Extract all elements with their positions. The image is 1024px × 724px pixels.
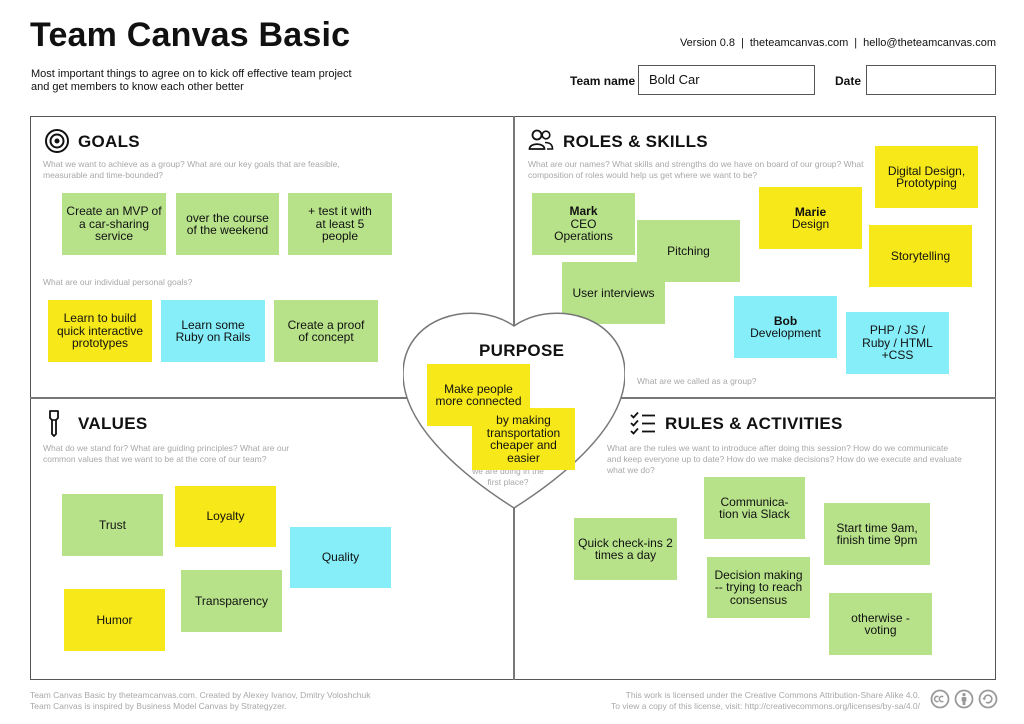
site-link[interactable]: theteamcanvas.com — [749, 37, 849, 49]
sticky-note[interactable]: PHP / JS / Ruby / HTML +CSS — [846, 312, 949, 374]
sticky-note[interactable]: Bob Development — [734, 296, 837, 358]
sticky-note[interactable]: User interviews — [562, 262, 665, 324]
sticky-note[interactable]: Start time 9am, finish time 9pm — [824, 503, 930, 565]
note-text: CEO Operations — [554, 216, 613, 244]
values-title: VALUES — [78, 414, 148, 433]
sticky-note[interactable]: Create a proof of concept — [274, 300, 378, 362]
email-link[interactable]: hello@theteamcanvas.com — [863, 37, 996, 49]
share-alike-icon — [978, 689, 998, 709]
sticky-note[interactable]: Marie Design — [759, 187, 862, 249]
sticky-note[interactable]: Storytelling — [869, 225, 972, 287]
header-meta: Version 0.8|theteamcanvas.com|hello@thet… — [679, 37, 996, 49]
sticky-note[interactable]: Decision making -- trying to reach conse… — [707, 557, 810, 618]
footer-credits: Team Canvas Basic by theteamcanvas.com. … — [30, 690, 490, 712]
date-label: Date — [835, 74, 862, 88]
sticky-note[interactable]: Digital Design, Prototyping — [875, 146, 978, 208]
sticky-note[interactable]: Loyalty — [175, 486, 276, 547]
target-icon — [44, 128, 70, 154]
attribution-icon — [954, 689, 974, 709]
cc-icon — [930, 689, 950, 709]
sticky-note[interactable]: Transparency — [181, 570, 282, 632]
values-hint: What do we stand for? What are guiding p… — [43, 443, 290, 464]
pen-icon — [46, 409, 62, 437]
note-name: Mark — [569, 204, 598, 219]
goals-title: GOALS — [78, 132, 140, 151]
purpose-hint: we are doing in the first place? — [472, 466, 544, 487]
roles-title: ROLES & SKILLS — [563, 132, 708, 151]
rules-title: RULES & ACTIVITIES — [665, 414, 843, 433]
sticky-note[interactable]: Create an MVP of a car-sharing service — [62, 193, 166, 255]
team-name-field[interactable]: Bold Car — [638, 65, 815, 95]
rules-hint: What are the rules we want to introduce … — [607, 443, 962, 475]
sticky-note[interactable]: Quick check-ins 2 times a day — [574, 518, 677, 580]
footer-line: This work is licensed under the Creative… — [625, 690, 920, 700]
footer-line: Team Canvas is inspired by Business Mode… — [30, 701, 287, 711]
team-name-label: Team name — [570, 74, 636, 88]
footer-license: This work is licensed under the Creative… — [540, 690, 920, 712]
version-label: Version 0.8 — [679, 37, 735, 49]
sticky-note[interactable]: Learn to build quick interactive prototy… — [48, 300, 152, 362]
page-subtitle: Most important things to agree on to kic… — [31, 68, 352, 93]
footer-line: Team Canvas Basic by theteamcanvas.com. … — [30, 690, 371, 700]
goals-hint: What we want to achieve as a group? What… — [43, 159, 340, 180]
note-text: Development — [750, 326, 821, 340]
sticky-note[interactable]: Learn some Ruby on Rails — [161, 300, 265, 362]
checklist-icon — [630, 411, 656, 435]
note-name: Bob — [773, 313, 798, 328]
sticky-note[interactable]: Communica- tion via Slack — [704, 477, 805, 539]
people-icon — [528, 128, 554, 152]
sticky-note[interactable]: over the course of the weekend — [176, 193, 279, 255]
group-name-hint: What are we called as a group? — [637, 376, 757, 386]
sticky-note[interactable]: Quality — [290, 527, 391, 588]
sticky-note[interactable]: otherwise - voting — [829, 593, 932, 655]
roles-hint: What are our names? What skills and stre… — [528, 159, 864, 180]
sticky-note[interactable]: Trust — [62, 494, 163, 556]
note-name: Marie — [794, 204, 827, 219]
goals-personal-hint: What are our individual personal goals? — [43, 277, 193, 287]
sticky-note[interactable]: by making transportation cheaper and eas… — [472, 408, 575, 470]
purpose-title: PURPOSE — [479, 341, 565, 360]
page-title: Team Canvas Basic — [30, 16, 351, 54]
footer-line[interactable]: To view a copy of this license, visit: h… — [611, 701, 920, 711]
sticky-note[interactable]: Humor — [64, 589, 165, 651]
date-field[interactable] — [866, 65, 996, 95]
sticky-note[interactable]: Mark CEO Operations — [532, 193, 635, 255]
sticky-note[interactable]: + test it with at least 5 people — [288, 193, 392, 255]
note-text: Design — [791, 217, 830, 231]
